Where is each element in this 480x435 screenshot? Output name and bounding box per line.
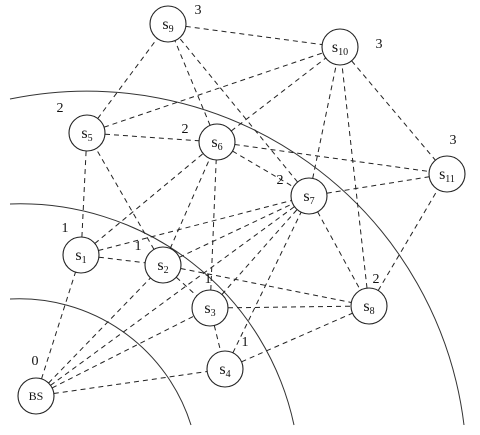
node-circle-s4: [206, 350, 244, 388]
edge-s1-s7: [98, 200, 292, 251]
edge-s1-s2: [98, 256, 146, 264]
node-s7: s7: [290, 177, 328, 215]
node-circle-bs: [17, 377, 55, 415]
edge-bs-s2: [48, 277, 151, 384]
level-label-s11: 3: [450, 133, 457, 148]
edge-s3-s6: [210, 159, 217, 291]
node-circle-s9: [149, 5, 187, 43]
node-s9: s9: [149, 5, 187, 43]
node-s11: s11: [428, 155, 466, 193]
edge-s3-s7: [221, 209, 298, 295]
node-circle-s2: [144, 246, 182, 284]
node-label-s3: s3: [204, 300, 215, 319]
edge-s10-s11: [351, 60, 436, 161]
edge-s1-s5: [81, 150, 87, 238]
edge-bs-s4: [53, 371, 208, 394]
node-label-s4: s4: [219, 361, 230, 380]
level-label-s1: 1: [62, 221, 69, 236]
node-label-s7: s7: [303, 188, 314, 207]
node-s2: s2: [144, 246, 182, 284]
level-label-s4: 1: [242, 335, 249, 350]
level-label-s5: 2: [57, 101, 64, 116]
edge-s9-s10: [185, 25, 323, 46]
node-label-s8: s8: [363, 298, 374, 317]
edge-s4-s8: [241, 312, 353, 363]
range-ring-1: [9, 298, 192, 426]
edge-s7-s9: [179, 37, 298, 183]
node-label-s11: s11: [439, 166, 455, 185]
edge-s3-s4: [213, 325, 222, 352]
edge-s2-s5: [95, 148, 155, 250]
range-ring-2: [9, 203, 295, 426]
node-label-s2: s2: [157, 257, 168, 276]
edge-s4-s7: [232, 211, 302, 354]
level-label-s10: 3: [376, 37, 383, 52]
edge-bs-s3: [51, 315, 195, 389]
level-label-bs: 0: [32, 354, 39, 369]
node-label-s5: s5: [81, 125, 92, 144]
edge-s7-s11: [326, 176, 430, 194]
edge-s2-s6: [169, 158, 211, 249]
edges-layer: [41, 25, 439, 394]
level-label-s6: 2: [182, 122, 189, 137]
node-s10: s10: [321, 28, 359, 66]
edge-s8-s10: [341, 64, 368, 289]
node-s4: s4: [206, 350, 244, 388]
node-s6: s6: [198, 123, 236, 161]
node-circle-s5: [68, 114, 106, 152]
node-circle-s1: [62, 236, 100, 274]
node-label-s10: s10: [332, 39, 348, 58]
edge-bs-s7: [50, 206, 295, 386]
node-circle-s10: [321, 28, 359, 66]
edge-s2-s8: [180, 268, 352, 303]
edge-s5-s10: [103, 52, 324, 128]
level-label-s8: 2: [373, 272, 380, 287]
node-s1: s1: [62, 236, 100, 274]
node-label-s9: s9: [162, 16, 173, 35]
node-label-s1: s1: [75, 247, 86, 266]
edge-s5-s9: [97, 38, 158, 119]
node-s3: s3: [191, 289, 229, 327]
level-label-s9: 3: [195, 3, 202, 18]
edge-s7-s10: [312, 64, 337, 179]
node-circle-s3: [191, 289, 229, 327]
edge-s2-s7: [179, 203, 293, 258]
node-bs: BS: [17, 377, 55, 415]
node-label-s6: s6: [211, 134, 222, 153]
edge-s2-s3: [175, 276, 198, 297]
range-ring-3: [9, 90, 465, 426]
level-label-s3: 1: [205, 272, 212, 287]
node-circle-s11: [428, 155, 466, 193]
edge-s6-s10: [230, 57, 327, 132]
level-label-s7: 2: [277, 173, 284, 188]
level-label-s2: 1: [135, 239, 142, 254]
edge-s5-s6: [104, 133, 200, 142]
edge-s6-s9: [174, 40, 211, 126]
edge-s8-s11: [377, 189, 439, 291]
edge-s6-s11: [234, 144, 430, 172]
node-circle-s6: [198, 123, 236, 161]
node-s8: s8: [350, 287, 388, 325]
edge-s3-s8: [227, 305, 352, 309]
node-label-bs: BS: [29, 389, 44, 403]
node-circle-s7: [290, 177, 328, 215]
edge-s7-s8: [317, 211, 361, 291]
node-s5: s5: [68, 114, 106, 152]
edge-bs-s1: [41, 271, 76, 380]
node-circle-s8: [350, 287, 388, 325]
edge-s6-s7: [232, 150, 294, 188]
edge-s1-s6: [94, 153, 204, 244]
